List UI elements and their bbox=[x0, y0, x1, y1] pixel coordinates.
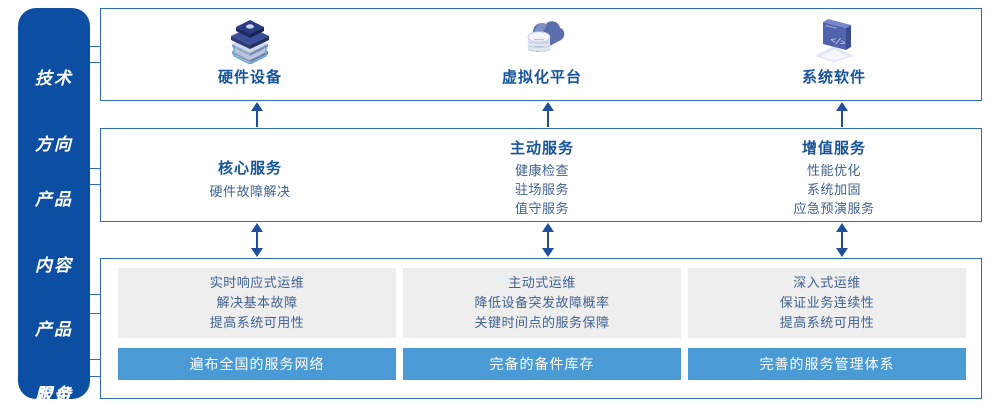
connector-advantage-bottom bbox=[90, 376, 102, 377]
connector-tech-bottom bbox=[90, 62, 102, 63]
positioning-line: 关键时间点的服务保障 bbox=[474, 315, 610, 330]
positioning-line: 实时响应式运维 bbox=[209, 275, 305, 290]
positioning-line: 深入式运维 bbox=[793, 275, 861, 290]
panel-technology-direction: 硬件设备 虚拟化平台 bbox=[100, 8, 982, 101]
rail-label-tech: 技术 方向 bbox=[18, 24, 90, 200]
content-list-core-service: 硬件故障解决 bbox=[103, 182, 397, 201]
cloud-database-icon bbox=[395, 15, 689, 65]
connector-position-top bbox=[90, 294, 102, 295]
positioning-line: 主动式运维 bbox=[508, 275, 576, 290]
content-title-core-service: 核心服务 bbox=[217, 160, 282, 177]
laptop-code-icon: </> bbox=[687, 15, 981, 65]
bottom-column-realtime: 实时响应式运维 解决基本故障 提高系统可用性 遍布全国的服务网络 bbox=[118, 268, 396, 380]
tech-title-hardware: 硬件设备 bbox=[217, 69, 282, 86]
content-item: 应急预演服务 bbox=[793, 201, 875, 216]
rail-label-positioning: 产品 定位 bbox=[18, 275, 90, 407]
arrow-up-virtualization bbox=[539, 102, 557, 127]
arrow-head-up-icon bbox=[836, 102, 848, 111]
rail-label-tech-line2: 方向 bbox=[35, 135, 73, 154]
content-list-value-added-service: 性能优化 系统加固 应急预演服务 bbox=[687, 161, 981, 218]
content-item: 值守服务 bbox=[514, 201, 569, 216]
connector-advantage-top bbox=[90, 359, 102, 360]
rail-label-advantage: 服务 优势 bbox=[18, 340, 90, 407]
connector-content-bottom bbox=[90, 184, 102, 185]
advantage-bar-management-system[interactable]: 完善的服务管理体系 bbox=[688, 348, 966, 380]
rail-label-positioning-line1: 产品 bbox=[35, 320, 73, 339]
arrow-up-system-software bbox=[833, 102, 851, 127]
positioning-line: 降低设备突发故障概率 bbox=[474, 295, 610, 310]
connector-content-top bbox=[90, 168, 102, 169]
positioning-line: 提高系统可用性 bbox=[779, 315, 875, 330]
arrow-up-hardware bbox=[248, 102, 266, 127]
panel-positioning-advantage: 实时响应式运维 解决基本故障 提高系统可用性 遍布全国的服务网络 主动式运维 降… bbox=[100, 258, 982, 399]
server-stack-icon bbox=[103, 15, 397, 65]
content-title-proactive-service: 主动服务 bbox=[509, 140, 574, 157]
arrow-head-up-icon bbox=[251, 223, 263, 232]
rail-label-content: 产品 内容 bbox=[18, 145, 90, 321]
rail-label-advantage-line1: 服务 bbox=[35, 385, 73, 404]
content-column-core-service[interactable]: 核心服务 硬件故障解决 bbox=[103, 137, 397, 201]
bottom-column-indepth: 深入式运维 保证业务连续性 提高系统可用性 完善的服务管理体系 bbox=[688, 268, 966, 380]
content-item: 硬件故障解决 bbox=[209, 184, 291, 199]
panel-product-content: 核心服务 硬件故障解决 主动服务 健康检查 驻场服务 值守服务 增值服务 性能优… bbox=[100, 128, 982, 222]
bottom-column-proactive: 主动式运维 降低设备突发故障概率 关键时间点的服务保障 完备的备件库存 bbox=[403, 268, 681, 380]
arrow-head-down-icon bbox=[542, 248, 554, 257]
arrow-head-up-icon bbox=[542, 223, 554, 232]
content-list-proactive-service: 健康检查 驻场服务 值守服务 bbox=[395, 161, 689, 218]
tech-title-system-software: 系统软件 bbox=[801, 69, 866, 86]
rail-label-content-line1: 产品 bbox=[35, 190, 73, 209]
positioning-line: 保证业务连续性 bbox=[779, 295, 875, 310]
category-rail bbox=[18, 8, 90, 399]
tech-column-virtualization[interactable]: 虚拟化平台 bbox=[395, 15, 689, 96]
content-item: 驻场服务 bbox=[514, 182, 569, 197]
positioning-line: 解决基本故障 bbox=[216, 295, 298, 310]
positioning-line: 提高系统可用性 bbox=[209, 315, 305, 330]
arrow-head-up-icon bbox=[836, 223, 848, 232]
advantage-bar-service-network[interactable]: 遍布全国的服务网络 bbox=[118, 348, 396, 380]
content-column-value-added-service[interactable]: 增值服务 性能优化 系统加固 应急预演服务 bbox=[687, 137, 981, 218]
tech-column-hardware[interactable]: 硬件设备 bbox=[103, 15, 397, 96]
svg-text:</>: </> bbox=[829, 35, 846, 48]
positioning-card-realtime[interactable]: 实时响应式运维 解决基本故障 提高系统可用性 bbox=[118, 268, 396, 338]
arrow-head-down-icon bbox=[251, 248, 263, 257]
arrow-bidirectional-proactive bbox=[539, 223, 557, 257]
rail-label-content-line2: 内容 bbox=[35, 256, 73, 275]
tech-column-system-software[interactable]: </> 系统软件 bbox=[687, 15, 981, 96]
content-column-proactive-service[interactable]: 主动服务 健康检查 驻场服务 值守服务 bbox=[395, 137, 689, 218]
advantage-bar-spare-parts[interactable]: 完备的备件库存 bbox=[403, 348, 681, 380]
positioning-card-proactive[interactable]: 主动式运维 降低设备突发故障概率 关键时间点的服务保障 bbox=[403, 268, 681, 338]
content-item: 系统加固 bbox=[806, 182, 861, 197]
arrow-head-down-icon bbox=[836, 248, 848, 257]
rail-label-tech-line1: 技术 bbox=[35, 69, 73, 88]
content-title-value-added-service: 增值服务 bbox=[801, 140, 866, 157]
connector-position-bottom bbox=[90, 313, 102, 314]
content-item: 健康检查 bbox=[514, 163, 569, 178]
rail-label-positioning-line2: 定位 bbox=[35, 386, 73, 405]
tech-title-virtualization: 虚拟化平台 bbox=[501, 69, 582, 86]
connector-tech-top bbox=[90, 46, 102, 47]
arrow-head-up-icon bbox=[542, 102, 554, 111]
content-item: 性能优化 bbox=[806, 163, 861, 178]
arrow-bidirectional-value-added bbox=[833, 223, 851, 257]
arrow-head-up-icon bbox=[251, 102, 263, 111]
positioning-card-indepth[interactable]: 深入式运维 保证业务连续性 提高系统可用性 bbox=[688, 268, 966, 338]
arrow-bidirectional-core bbox=[248, 223, 266, 257]
